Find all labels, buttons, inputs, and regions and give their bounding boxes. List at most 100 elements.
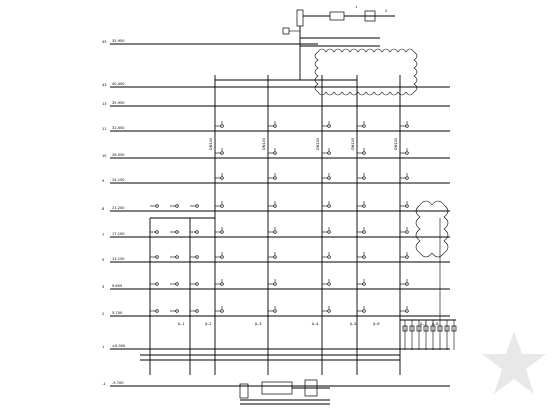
fixture-icon [220, 176, 224, 180]
fixture-icon [362, 124, 366, 128]
fixture-icon [220, 230, 224, 234]
fixture-icon [405, 255, 409, 259]
fixture-icon [195, 282, 199, 286]
fixture-icon [327, 309, 331, 313]
fixture-icon [327, 230, 331, 234]
fixture-icon [405, 282, 409, 286]
valve-icon [430, 325, 436, 332]
floor-elevation: -5.700 [112, 381, 124, 385]
fixture-icon [273, 255, 277, 259]
valve-icon [416, 325, 422, 332]
revision-cloud-mid [415, 200, 449, 258]
floor-code: -1 [102, 382, 106, 386]
fixture-icon [405, 176, 409, 180]
fixture-icon [155, 309, 159, 313]
bottom-equipment [239, 379, 330, 405]
fixture-icon [405, 204, 409, 208]
fixture-icon [155, 230, 159, 234]
fixture-icon [362, 309, 366, 313]
fixture-icon [220, 255, 224, 259]
fixture-icon [362, 255, 366, 259]
fixture-icon [175, 255, 179, 259]
floor-code: 7 [102, 233, 104, 237]
riser-label: JL-7 [419, 322, 427, 326]
floor-code: 13 [102, 102, 107, 106]
fixture-icon [327, 151, 331, 155]
revision-cloud-top [314, 48, 418, 96]
floor-code: 8 [102, 207, 105, 211]
floor-elevation: 9.600 [112, 284, 123, 288]
valve-icon [423, 325, 429, 332]
fixture-icon [155, 255, 159, 259]
riser-label: JL-6 [372, 322, 380, 326]
floor-elevation: 35.950 [112, 39, 125, 43]
fixture-icon [273, 124, 277, 128]
fixture-icon [362, 151, 366, 155]
floor-code: 9 [102, 179, 105, 183]
fixture-icon [195, 204, 199, 208]
fixture-icon [273, 204, 277, 208]
fixture-icon [405, 124, 409, 128]
floor-elevation: 17.100 [112, 232, 125, 236]
floor-elevation: 32.050 [112, 126, 125, 130]
fixture-icon [405, 230, 409, 234]
floor-code: 43 [102, 83, 107, 87]
fixture-icon [327, 255, 331, 259]
fixture-icon [327, 204, 331, 208]
floor-elevation: ±0.000 [112, 344, 126, 348]
floor-code: 5 [102, 258, 104, 262]
fixture-icon [155, 204, 159, 208]
fixture-icon [273, 309, 277, 313]
fixture-icon [220, 204, 224, 208]
svg-text:1: 1 [355, 5, 357, 9]
svg-text:2: 2 [385, 9, 387, 13]
riser-label: JL-4 [311, 322, 319, 326]
floor-code: 1 [102, 345, 104, 349]
floor-code: 11 [102, 127, 107, 131]
riser-label: JL-8 [431, 322, 439, 326]
fixture-icon [362, 176, 366, 180]
valve-icon [444, 325, 450, 332]
fixture-icon [362, 282, 366, 286]
valve-icon [451, 325, 457, 332]
fixture-icon [195, 255, 199, 259]
floor-elevation: 28.050 [112, 153, 125, 157]
riser-pipes [140, 40, 456, 375]
fixture-icon [273, 282, 277, 286]
fixture-icon [362, 204, 366, 208]
riser-label: JL-2 [204, 322, 212, 326]
pipe-size-label: DN100 [316, 137, 320, 150]
floor-code: 3 [102, 285, 104, 289]
pipe-size-label: DN100 [351, 137, 355, 150]
fixture-icon [155, 282, 159, 286]
fixture-icon [175, 204, 179, 208]
pipe-size-label: DN100 [262, 137, 266, 150]
fixture-icon [327, 176, 331, 180]
floor-code: 10 [102, 154, 107, 158]
fixture-icon [220, 282, 224, 286]
fixture-icon [273, 176, 277, 180]
fixture-symbols [150, 121, 457, 332]
fixture-icon [220, 309, 224, 313]
fixture-icon [220, 124, 224, 128]
floor-elevation: 40.400 [112, 82, 125, 86]
floor-elevation: 13.150 [112, 257, 125, 261]
floor-elevation: 24.150 [112, 178, 125, 182]
pipe-size-label: DN100 [394, 137, 398, 150]
fixture-icon [195, 309, 199, 313]
floor-lines [110, 43, 450, 387]
fixture-icon [195, 230, 199, 234]
watermark-logo [482, 332, 546, 394]
fixture-icon [405, 309, 409, 313]
fixture-icon [405, 151, 409, 155]
floor-code: 45 [102, 40, 107, 44]
fixture-icon [175, 282, 179, 286]
fixture-icon [175, 230, 179, 234]
riser-label: JL-1 [177, 322, 185, 326]
floor-elevation: 21.200 [112, 206, 125, 210]
top-equipment: 1 2 [282, 5, 395, 47]
floor-elevation: 35.950 [112, 101, 125, 105]
riser-label: JL-5 [349, 322, 357, 326]
